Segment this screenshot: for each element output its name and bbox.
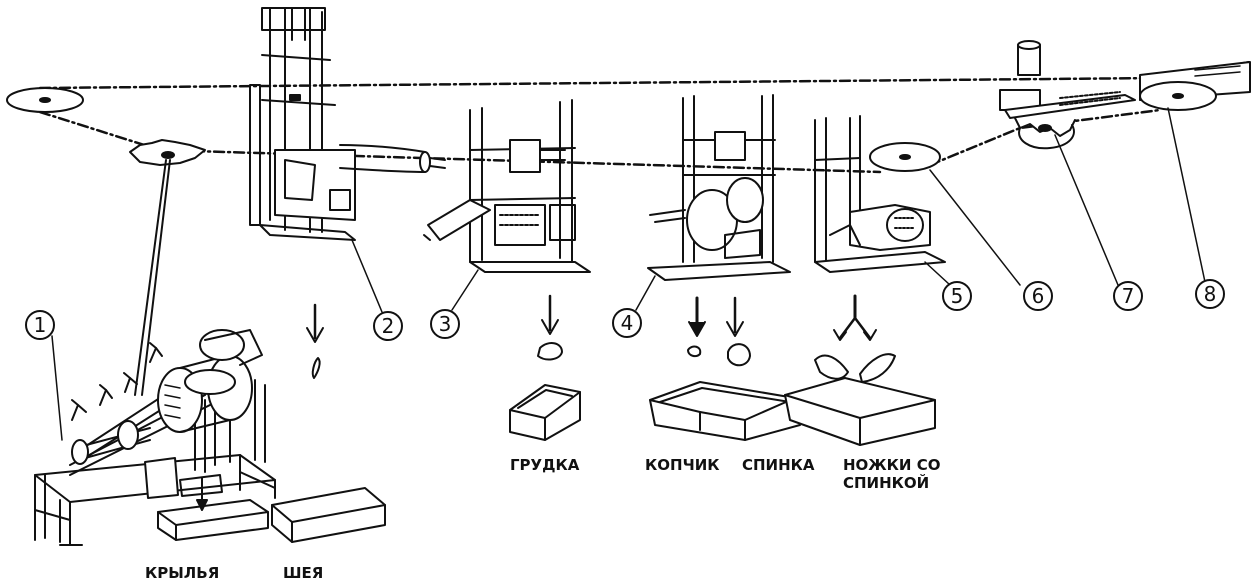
station-number-3: 3 bbox=[439, 312, 452, 336]
station-number-7: 7 bbox=[1122, 284, 1135, 308]
station-number-1: 1 bbox=[34, 313, 47, 337]
callout-leaders bbox=[51, 107, 1206, 441]
wheel-8-tension bbox=[1139, 61, 1251, 111]
callout-circle-5: 5 bbox=[942, 281, 972, 311]
callout-circle-2: 2 bbox=[373, 311, 403, 341]
station-number-2: 2 bbox=[382, 314, 395, 338]
station-1-wing-cutter bbox=[34, 329, 276, 546]
callout-circle-6: 6 bbox=[1023, 281, 1053, 311]
station-3-breast-cutter bbox=[423, 99, 591, 273]
label-legs-line2: СПИНКОЙ bbox=[843, 473, 929, 492]
tray-tailbone-back bbox=[649, 381, 801, 441]
label-breast: ГРУДКА bbox=[510, 456, 580, 474]
tray-legs bbox=[784, 377, 936, 446]
label-wings: КРЫЛЬЯ bbox=[145, 564, 219, 582]
station-4-back-cutter bbox=[647, 94, 791, 281]
tray-neck bbox=[271, 487, 386, 543]
station-number-4: 4 bbox=[621, 311, 634, 335]
station-number-8: 8 bbox=[1204, 282, 1217, 306]
tray-wings bbox=[157, 477, 269, 541]
wheel-6 bbox=[869, 142, 941, 172]
tail-back-arrows bbox=[687, 296, 751, 367]
label-legs-line1: НОЖКИ СО bbox=[843, 456, 940, 474]
station-number-6: 6 bbox=[1032, 284, 1045, 308]
drive-wheel-left bbox=[6, 87, 84, 113]
product-labels: КРЫЛЬЯ ШЕЯ ГРУДКА КОПЧИК СПИНКА НОЖКИ СО… bbox=[145, 456, 940, 582]
breast-piece-arrow bbox=[537, 294, 563, 361]
callout-circle-4: 4 bbox=[612, 308, 642, 338]
callout-circle-1: 1 bbox=[25, 310, 55, 340]
label-back: СПИНКА bbox=[742, 456, 815, 474]
neck-piece-arrow bbox=[306, 303, 324, 379]
legs-split-arrows bbox=[814, 294, 896, 383]
tray-breast bbox=[509, 384, 581, 441]
overhead-conveyor-chain bbox=[38, 60, 1252, 174]
station-5-leg-separator bbox=[814, 115, 946, 273]
label-tailbone: КОПЧИК bbox=[645, 456, 720, 474]
callout-circle-3: 3 bbox=[430, 309, 460, 339]
label-neck: ШЕЯ bbox=[283, 564, 323, 582]
station-number-5: 5 bbox=[951, 284, 964, 308]
callout-circle-8: 8 bbox=[1195, 279, 1225, 309]
drive-unit-7 bbox=[999, 40, 1136, 150]
station-2-neck-cutter bbox=[249, 7, 446, 241]
sprocket-with-pole bbox=[129, 139, 206, 396]
callout-circle-7: 7 bbox=[1113, 281, 1143, 311]
